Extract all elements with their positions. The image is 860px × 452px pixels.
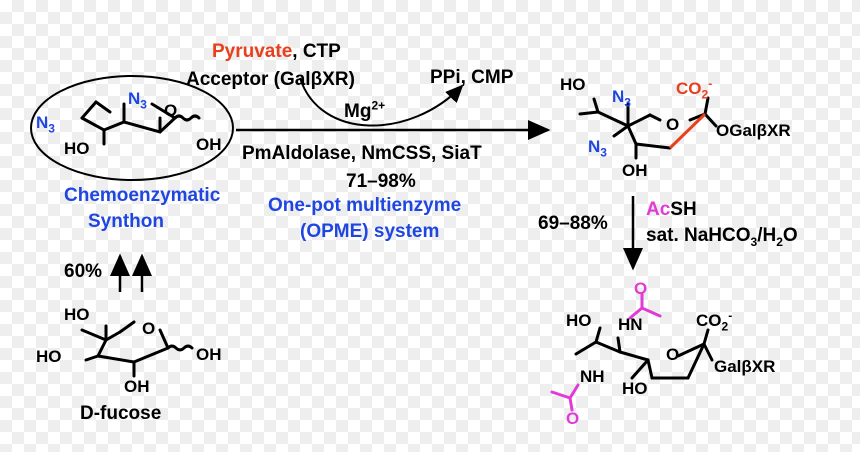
dfucose-ring: [80, 320, 194, 378]
final-nh: NH: [580, 367, 605, 386]
dfucose-ho-left: HO: [36, 347, 62, 366]
dfucose-ring-o: O: [142, 319, 156, 338]
opme-line-1: One-pot multienzyme: [268, 195, 462, 216]
product-oh: OH: [622, 161, 648, 180]
cond-c: O: [782, 225, 798, 246]
mg-symbol: Mg: [344, 101, 372, 122]
product-red-bond: [668, 112, 707, 150]
final-co2: CO2-: [696, 309, 732, 332]
final-ring: [574, 326, 714, 380]
product-co2: CO2-: [676, 77, 712, 100]
acsh-sh: SH: [670, 199, 697, 220]
atom-sub: 3: [140, 97, 147, 112]
mg-label: Mg2+: [344, 98, 386, 122]
dfucose-name: D-fucose: [80, 403, 162, 424]
co2-symbol: CO: [676, 79, 702, 98]
reagent-line-1: Pyruvate, CTP: [212, 42, 341, 61]
acsh-label: AcSH: [646, 200, 697, 219]
cond-sub3: 3: [750, 234, 758, 249]
final-acetyl-o-top: O: [634, 279, 648, 298]
dfucose-oh-right: OH: [196, 345, 222, 364]
atom-n: N: [612, 87, 625, 106]
dfucose-oh-bottom: OH: [124, 377, 150, 396]
synthon-ho: HO: [64, 139, 90, 158]
synthon-title-2: Synthon: [88, 211, 164, 232]
yield-label: 71–98%: [346, 171, 416, 192]
atom-sub: 3: [600, 145, 607, 160]
ctp-label: , CTP: [292, 41, 341, 62]
cond-a: sat. NaHCO: [646, 225, 751, 246]
cond-sub2: 2: [776, 234, 783, 249]
product-n3-left: N3: [588, 137, 607, 158]
co2-charge: -: [708, 76, 713, 91]
synthon-ellipse: [30, 75, 234, 181]
product-ogal: OGalβXR: [716, 121, 791, 140]
co2-symbol: CO: [696, 311, 722, 330]
product-ho: HO: [560, 75, 586, 94]
product-ring: [578, 96, 718, 160]
synthon-n3-left: N3: [36, 113, 55, 134]
final-acetyl-o-bottom: O: [566, 409, 580, 428]
right-yield: 69–88%: [538, 213, 608, 234]
synthon-ring: [80, 100, 201, 146]
product-n3-top: N3: [612, 87, 631, 108]
mg-charge: 2+: [371, 98, 386, 113]
final-ho: HO: [566, 311, 592, 330]
synthon-title-1: Chemoenzymatic: [64, 185, 221, 206]
left-yield: 60%: [64, 261, 103, 282]
acetyl-groups: [550, 292, 662, 412]
acsh-ac: Ac: [646, 199, 671, 220]
enzymes-label: PmAldolase, NmCSS, SiaT: [242, 143, 482, 164]
final-hn: HN: [618, 315, 643, 334]
final-gal: GalβXR: [714, 357, 776, 376]
atom-n: N: [36, 113, 49, 132]
ppi-cmp-label: PPi, CMP: [430, 67, 514, 88]
product-ring-o: O: [666, 115, 680, 134]
acceptor-label: Acceptor (GalβXR): [186, 69, 355, 90]
pyruvate-label: Pyruvate: [212, 41, 293, 62]
synthon-n3-top: N3: [128, 89, 147, 110]
atom-n: N: [128, 89, 141, 108]
final-oh: HO: [622, 379, 648, 398]
co2-charge: -: [728, 308, 733, 323]
cond-b: /H: [757, 225, 777, 246]
atom-sub: 3: [48, 121, 55, 136]
atom-n: N: [588, 137, 601, 156]
bicarbonate-label: sat. NaHCO3/H2O: [646, 225, 798, 248]
atom-sub: 3: [624, 95, 631, 110]
synthon-ring-o: O: [164, 101, 178, 120]
synthon-oh: OH: [196, 135, 222, 154]
dfucose-ho-top: HO: [64, 305, 90, 324]
opme-line-2: (OPME) system: [300, 221, 440, 242]
final-ring-o: O: [666, 345, 680, 364]
co2-sub: 2: [701, 87, 709, 102]
byproduct-curved-arrow: [299, 77, 464, 127]
co2-sub: 2: [721, 319, 729, 334]
